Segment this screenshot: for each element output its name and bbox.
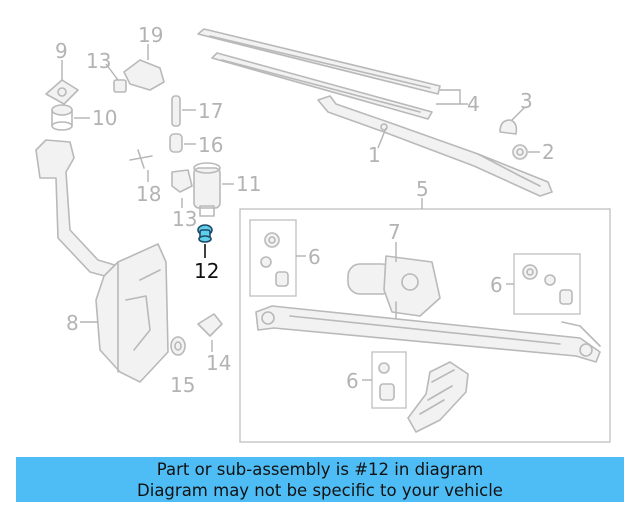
callout-14: 14 bbox=[206, 351, 231, 375]
grommet-15 bbox=[170, 336, 186, 356]
callout-2: 2 bbox=[542, 140, 555, 164]
callout-17: 17 bbox=[198, 99, 223, 123]
callout-6-bottom: 6 bbox=[346, 369, 359, 393]
callout-19: 19 bbox=[138, 23, 163, 47]
fastener-kit-box-left bbox=[249, 219, 297, 297]
arm-cap bbox=[499, 119, 518, 135]
callout-18: 18 bbox=[136, 182, 161, 206]
washer-cap bbox=[45, 79, 79, 105]
hose-17 bbox=[171, 95, 181, 127]
filler-tube bbox=[35, 139, 119, 279]
callout-10: 10 bbox=[92, 106, 117, 130]
parts-diagram: 4 1 3 2 9 10 8 1 bbox=[35, 23, 611, 443]
info-banner: Part or sub-assembly is #12 in diagram D… bbox=[16, 457, 624, 502]
wiper-blade-upper bbox=[197, 28, 441, 95]
filler-neck bbox=[51, 104, 73, 131]
wiper-linkage bbox=[255, 305, 601, 363]
banner-line-1: Part or sub-assembly is #12 in diagram bbox=[156, 459, 484, 479]
arm-nut bbox=[512, 144, 528, 160]
highlighted-part-12 bbox=[197, 224, 213, 243]
callout-11: 11 bbox=[236, 172, 261, 196]
clip-13-top bbox=[113, 79, 127, 93]
callout-16: 16 bbox=[198, 133, 223, 157]
fastener-kit-left bbox=[260, 232, 289, 287]
wiper-arm bbox=[317, 95, 553, 197]
washer-pump bbox=[193, 162, 221, 217]
callout-9: 9 bbox=[55, 39, 68, 63]
washer-reservoir bbox=[95, 243, 169, 383]
fastener-kit-bottom bbox=[378, 362, 395, 401]
banner-line-2: Diagram may not be specific to your vehi… bbox=[137, 480, 503, 500]
wiper-blade-lower bbox=[211, 52, 433, 120]
fastener-kit-right bbox=[522, 264, 573, 305]
callout-12: 12 bbox=[194, 259, 219, 283]
washer-nozzle bbox=[123, 59, 165, 91]
callout-13-bottom: 13 bbox=[172, 207, 197, 231]
pump-grommet bbox=[171, 169, 193, 193]
linkage-assembly-box bbox=[239, 208, 611, 443]
wiper-motor bbox=[347, 255, 441, 319]
callout-7: 7 bbox=[388, 220, 401, 244]
callout-13-top: 13 bbox=[86, 49, 111, 73]
callout-6-right: 6 bbox=[490, 273, 503, 297]
connector-14 bbox=[197, 313, 223, 337]
hose-16 bbox=[169, 133, 183, 153]
callout-15: 15 bbox=[170, 373, 195, 397]
callout-3: 3 bbox=[520, 89, 533, 113]
callout-5: 5 bbox=[416, 177, 429, 201]
callout-1: 1 bbox=[368, 143, 381, 167]
callout-8: 8 bbox=[66, 311, 79, 335]
motor-bracket bbox=[407, 361, 469, 433]
callout-6-left: 6 bbox=[308, 245, 321, 269]
hose-joint-18 bbox=[129, 149, 153, 169]
callout-4: 4 bbox=[467, 92, 480, 116]
